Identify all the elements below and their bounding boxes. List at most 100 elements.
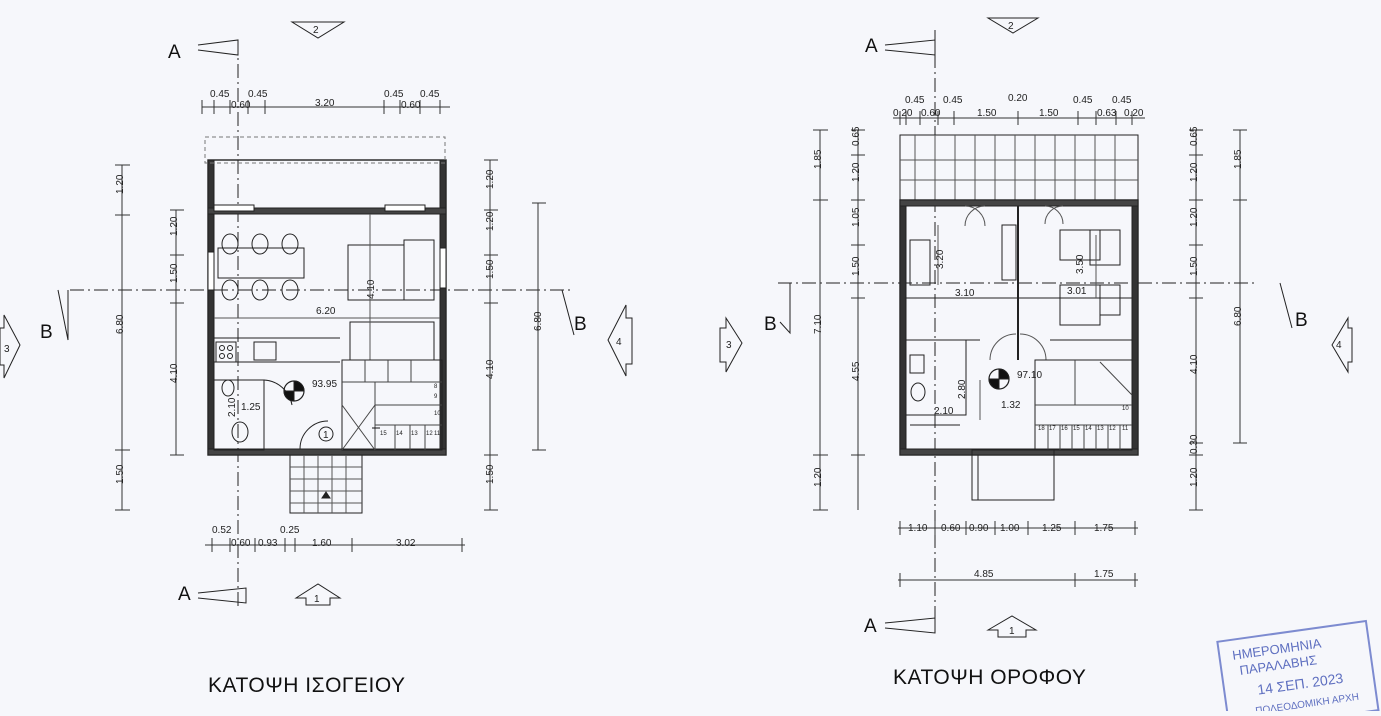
dim-label: 6.80: [1233, 306, 1244, 326]
arrow-label-3: 3: [726, 340, 732, 351]
dim-label: 1.50: [485, 464, 496, 484]
dim-label: 6.80: [115, 314, 126, 334]
room-dim-label: 1.32: [1001, 400, 1021, 411]
dim-label: 4.55: [851, 361, 862, 381]
dim-label: 1.20: [1189, 467, 1200, 487]
dim-label: 0.45: [210, 89, 230, 100]
dim-label: 0.45: [943, 95, 963, 106]
bed: [1059, 229, 1101, 261]
dim-label: 1.85: [813, 149, 824, 169]
arrow-label-4: 4: [1336, 340, 1342, 351]
roof-overhang: [204, 136, 446, 164]
section-b-right-label: B: [574, 314, 587, 335]
section-b-left-label: B: [40, 322, 53, 343]
step-label: 16: [1061, 426, 1068, 432]
dim-label: 1.50: [851, 256, 862, 276]
arrow-4: [607, 304, 633, 377]
dim-label: 0.52: [212, 525, 232, 536]
dim-label: 0.45: [1112, 95, 1132, 106]
toilet: [231, 421, 249, 443]
dim-label: 4.10: [1189, 354, 1200, 374]
room-dim-label: 4.10: [366, 279, 377, 299]
upper-floor-title: ΚΑΤΟΨΗ ΟΡΟΦΟΥ: [893, 666, 1086, 689]
bathroom: [905, 339, 967, 416]
arrow-1: [294, 583, 342, 606]
chair: [221, 279, 239, 301]
dim-label: 3.02: [396, 538, 416, 549]
step-label: 11: [434, 431, 441, 437]
arrow-label-1: 1: [1009, 626, 1015, 637]
ground-floor-labels: A A B B 2 1 3 4 0.45 0.45 0.45 0.45 0.60…: [4, 25, 622, 697]
room-dim-label: 2.10: [227, 397, 238, 417]
dim-label: 7.10: [813, 314, 824, 334]
dim-label: 6.80: [533, 311, 544, 331]
dim-label: 1.20: [485, 169, 496, 189]
wardrobe: [909, 239, 931, 286]
room-dim-label: 3.50: [1075, 254, 1086, 274]
level-label: 97.10: [1017, 370, 1042, 381]
chair: [251, 233, 269, 255]
chair: [281, 279, 299, 301]
dim-label: 1.50: [977, 108, 997, 119]
chair: [281, 233, 299, 255]
dim-label: 0.60: [401, 100, 421, 111]
dim-label: 0.90: [969, 523, 989, 534]
chair: [221, 233, 239, 255]
dim-label: 1.60: [312, 538, 332, 549]
arrow-label-3: 3: [4, 344, 10, 355]
dim-label: 0.65: [1189, 126, 1200, 146]
arrow-label-2: 2: [1008, 21, 1014, 32]
step-label: 15: [1073, 426, 1080, 432]
arrow-3: [0, 314, 21, 379]
room-dim-label: 6.20: [316, 306, 336, 317]
dim-label: 1.20: [1189, 207, 1200, 227]
dim-label: 1.20: [813, 467, 824, 487]
step-label: 17: [1049, 426, 1056, 432]
step-label: 14: [1085, 426, 1092, 432]
level-label: 93.95: [312, 379, 337, 390]
dim-label: 1.85: [1233, 149, 1244, 169]
dim-label: 0.93: [258, 538, 278, 549]
right-wall: [439, 159, 447, 456]
dim-label: 1.50: [1039, 108, 1059, 119]
sink: [253, 341, 277, 361]
dim-label: 0.20: [893, 108, 913, 119]
dim-label: 4.10: [485, 359, 496, 379]
room-dim-label: 1.25: [241, 402, 261, 413]
ground-floor-plan: [0, 21, 633, 608]
wc-room: [213, 379, 265, 451]
dim-label: 4.10: [169, 363, 180, 383]
dim-label: 0.60: [921, 108, 941, 119]
dim-label: 1.05: [851, 207, 862, 227]
dim-label: 0.60: [231, 538, 251, 549]
entrance-marker: [318, 426, 334, 442]
dim-label: 1.20: [115, 174, 126, 194]
dim-label: 3.20: [315, 98, 335, 109]
dim-label: 1.50: [485, 259, 496, 279]
section-b-right-label: B: [1295, 310, 1308, 331]
dim-label: 0.45: [420, 89, 440, 100]
dim-label: 0.45: [248, 89, 268, 100]
entrance-steps: [289, 454, 363, 514]
dim-label: 0.20: [1008, 93, 1028, 104]
room-dim-label: 3.20: [935, 249, 946, 269]
step-label: 10: [434, 411, 441, 417]
dim-label: 0.45: [384, 89, 404, 100]
step-label: 11: [1122, 426, 1129, 432]
front-wall: [207, 207, 447, 215]
step-label: 10: [1122, 406, 1129, 412]
dining-table: [217, 247, 305, 279]
arrow-label-2: 2: [313, 25, 319, 36]
arrow-2: [290, 21, 346, 39]
dim-label: 0.20: [1124, 108, 1144, 119]
step-label: 18: [1038, 426, 1045, 432]
dim-label: 4.85: [974, 569, 994, 580]
dim-label: 0.65: [851, 126, 862, 146]
dim-label: 0.45: [1073, 95, 1093, 106]
wc-basin: [221, 379, 235, 397]
stamp-date: 14 ΣΕΠ. 2023: [1256, 670, 1344, 698]
chair: [251, 279, 269, 301]
dim-label: 0.30: [1189, 434, 1200, 454]
